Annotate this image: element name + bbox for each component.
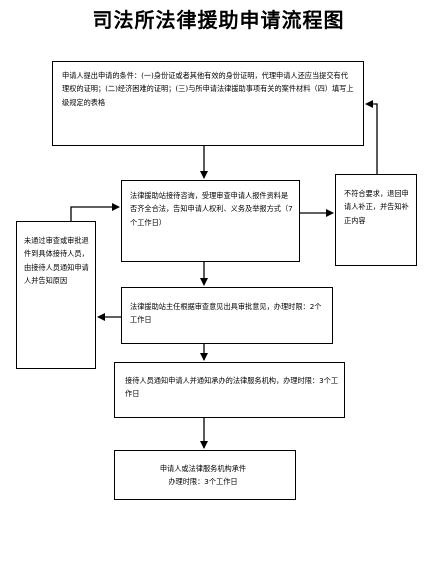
consult-box: 法律援助站接待咨询，受理审查申请人报件资料是否齐全合法，告知申请人权利、义务及举… xyxy=(121,180,300,262)
arrow-transfer-to-consult xyxy=(70,203,120,221)
page-title: 司法所法律援助申请流程图 xyxy=(92,8,345,32)
transfer-text: 未通过审查或审批退件到具体接待人员，由接待人员通知申请人并告知原因 xyxy=(24,236,89,285)
approve-box: 法律援助站主任根据审查意见出具审批意见，办理时限：2个工作日 xyxy=(121,287,333,344)
transfer-box: 未通过审查或审批退件到具体接待人员，由接待人员通知申请人并告知原因 xyxy=(16,221,96,369)
arrow-reject-to-conditions xyxy=(365,100,378,174)
reject-text: 不符合要求，退回申请人补正，并告知补正内容 xyxy=(344,189,409,225)
accept-line-1: 申请人或法律服务机构承件 xyxy=(159,464,247,473)
consult-text: 法律援助站接待咨询，受理审查申请人报件资料是否齐全合法，告知申请人权利、义务及举… xyxy=(130,191,293,227)
conditions-box: 申请人提出申请的条件：(一)身份证或者其他有效的身份证明，代理申请人还应当提交有… xyxy=(52,61,364,146)
notify-text: 接待人员通知申请人并通知承办的法律服务机构，办理时限：3个工作日 xyxy=(125,376,339,399)
accept-box: 申请人或法律服务机构承件 办理时限：3个工作日 xyxy=(114,450,296,500)
approve-text: 法律援助站主任根据审查意见出具审批意见，办理时限：2个工作日 xyxy=(130,302,322,325)
accept-line-2: 办理时限：3个工作日 xyxy=(168,477,238,487)
conditions-text: 申请人提出申请的条件：(一)身份证或者其他有效的身份证明，代理申请人还应当提交有… xyxy=(62,71,354,107)
reject-box: 不符合要求，退回申请人补正，并告知补正内容 xyxy=(335,174,417,266)
notify-box: 接待人员通知申请人并通知承办的法律服务机构，办理时限：3个工作日 xyxy=(114,362,345,418)
